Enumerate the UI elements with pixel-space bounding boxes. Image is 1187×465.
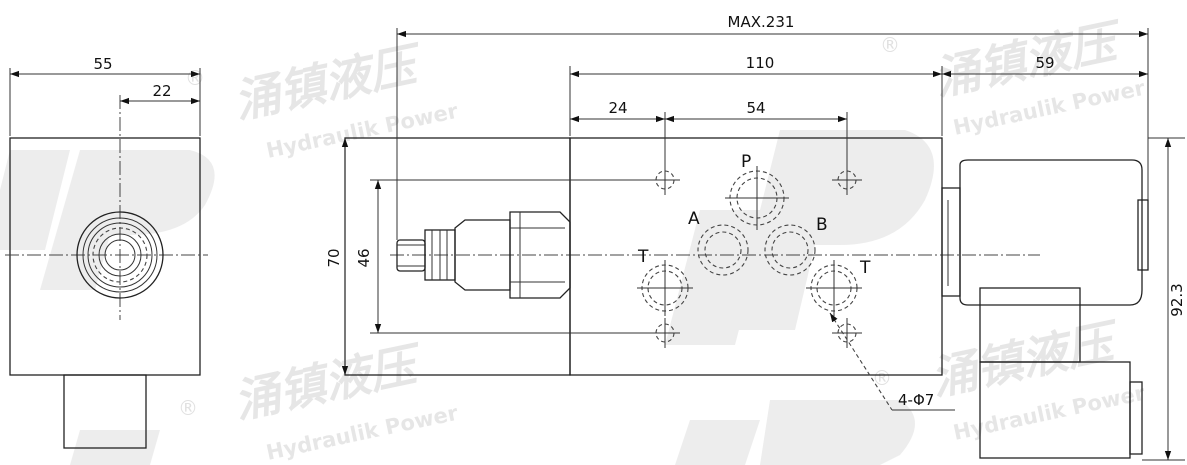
watermark-registered-1: ® bbox=[185, 66, 205, 90]
dim-body-length: 110 bbox=[746, 54, 775, 72]
dim-side-offset: 22 bbox=[152, 82, 171, 100]
port-t-left bbox=[637, 260, 693, 316]
port-p bbox=[725, 166, 789, 230]
dim-mounting-holes: 4-Φ7 bbox=[898, 391, 934, 409]
watermark-logo-center bbox=[665, 130, 934, 345]
port-b bbox=[764, 224, 816, 276]
watermark-registered-3: ® bbox=[178, 396, 198, 420]
adjusting-screw bbox=[396, 211, 571, 299]
dim-coil-length: 59 bbox=[1035, 54, 1054, 72]
port-label-a: A bbox=[688, 209, 700, 229]
watermark-logo-bottom bbox=[675, 400, 915, 465]
side-view-coil-stub bbox=[63, 374, 147, 449]
port-label-t-left: T bbox=[637, 247, 649, 267]
watermark-registered-4: ® bbox=[872, 366, 892, 390]
dim-overall-length: MAX.231 bbox=[728, 13, 795, 31]
watermark-layer: 涌镇液压 Hydraulik Power 涌镇液压 Hydraulik Powe… bbox=[0, 13, 1148, 465]
port-label-p: P bbox=[741, 152, 751, 172]
dim-hole-height: 46 bbox=[355, 248, 373, 267]
mounting-hole-tl bbox=[650, 165, 680, 195]
mounting-hole-br bbox=[832, 318, 862, 348]
port-t-right bbox=[806, 260, 862, 316]
front-view: P A B T T 4-Φ7 bbox=[344, 137, 1149, 459]
watermark-registered-2: ® bbox=[880, 33, 900, 57]
side-view-fitting bbox=[76, 211, 164, 299]
dim-hole-offset: 24 bbox=[608, 99, 627, 117]
mounting-hole-tr bbox=[832, 165, 862, 195]
solenoid-coil bbox=[941, 159, 1149, 459]
dim-total-height: 92.3 bbox=[1168, 283, 1186, 316]
dim-body-height: 70 bbox=[325, 248, 343, 267]
dim-side-width: 55 bbox=[93, 55, 112, 73]
port-label-b: B bbox=[816, 215, 828, 235]
end-housing bbox=[344, 137, 571, 376]
port-a bbox=[697, 224, 749, 276]
side-view: 55 22 bbox=[5, 55, 208, 449]
front-dimensions: MAX.231 110 59 24 54 70 46 92.3 bbox=[325, 13, 1186, 461]
port-label-t-right: T bbox=[859, 258, 871, 278]
dim-hole-spacing: 54 bbox=[746, 99, 765, 117]
